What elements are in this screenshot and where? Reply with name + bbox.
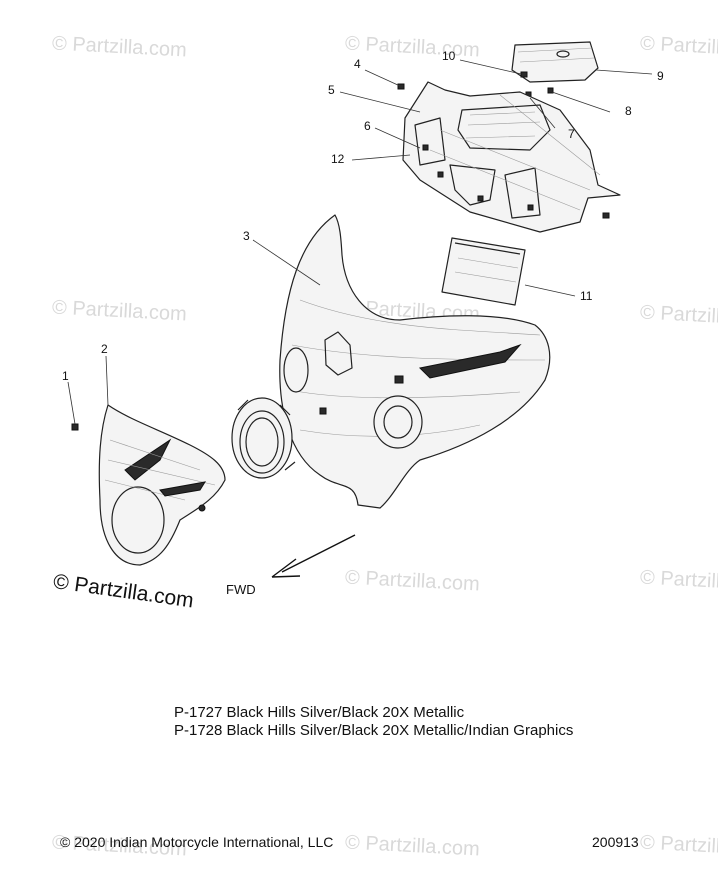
forward-arrow-icon [271, 534, 356, 578]
document-number: 200913 [592, 834, 639, 850]
callout-11: 11 [580, 289, 593, 303]
part-screw [71, 423, 79, 431]
part-headlight-ring [231, 397, 296, 479]
part-storage-pocket [441, 237, 526, 306]
part-outer-bezel [98, 404, 226, 566]
callout-labels: 1 2 3 4 5 6 7 8 9 10 11 12 [62, 49, 664, 383]
part-dash-housing [402, 81, 621, 233]
callout-5: 5 [328, 83, 335, 97]
copyright-notice: © 2020 Indian Motorcycle International, … [60, 834, 334, 850]
callout-4: 4 [354, 57, 361, 71]
forward-label: FWD [226, 582, 256, 597]
leader-lines [67, 59, 653, 425]
callout-1: 1 [62, 369, 69, 383]
callout-7: 7 [568, 127, 575, 141]
callout-12: 12 [331, 152, 345, 166]
part-main-fairing [279, 214, 551, 509]
callout-8: 8 [625, 104, 632, 118]
variant-line-1: P-1727 Black Hills Silver/Black 20X Meta… [174, 704, 465, 721]
callout-6: 6 [364, 119, 371, 133]
callout-9: 9 [657, 69, 664, 83]
callout-10: 10 [442, 49, 456, 63]
callout-2: 2 [101, 342, 108, 356]
variant-line-2: P-1728 Black Hills Silver/Black 20X Meta… [174, 722, 574, 739]
callout-3: 3 [243, 229, 250, 243]
part-lid-cover [511, 41, 599, 83]
